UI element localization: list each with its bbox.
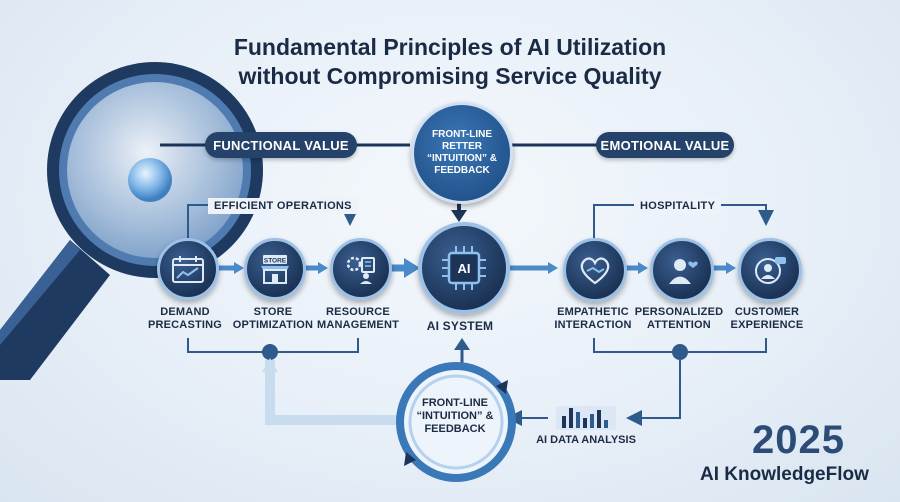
store-icon: STORE — [261, 255, 289, 284]
top-feedback-bubble: FRONT-LINE RETTER “INTUITION” & FEEDBACK — [411, 102, 513, 204]
ai-data-analysis-label: AI DATA ANALYSIS — [536, 434, 636, 446]
customer-experience-label: CUSTOMER EXPERIENCE — [730, 306, 804, 331]
demand-forecasting-label: DEMAND PRECASTING — [147, 306, 223, 331]
emotional-value-pill: EMOTIONAL VALUE — [596, 132, 734, 158]
person-heart-icon — [669, 259, 698, 284]
brand-label: AI KnowledgeFlow — [700, 464, 869, 485]
store-badge: STORE — [264, 258, 287, 265]
personalized-attention-label: PERSONALIZED ATTENTION — [634, 306, 724, 331]
chart-calendar-icon — [172, 256, 204, 283]
demand-forecasting-node — [157, 238, 219, 300]
customer-chat-icon — [755, 257, 786, 284]
customer-experience-node — [738, 238, 802, 302]
empathetic-interaction-node — [563, 238, 627, 302]
top-feedback-label: FRONT-LINE RETTER “INTUITION” & FEEDBACK — [427, 129, 497, 176]
resource-management-node — [330, 238, 392, 300]
page-title: Fundamental Principles of AI Utilization — [233, 34, 667, 60]
page-subtitle: without Compromising Service Quality — [238, 63, 662, 89]
hospitality-label: HOSPITALITY — [634, 198, 722, 214]
personalized-attention-node — [650, 238, 714, 302]
efficient-operations-label: EFFICIENT OPERATIONS — [208, 198, 358, 214]
feedback-loop-icon — [396, 362, 516, 482]
resource-gear-icon — [346, 256, 375, 284]
ai-chip-text: AI — [458, 261, 471, 276]
feedback-loop-label: FRONT-LINE “INTUITION” & FEEDBACK — [416, 397, 494, 435]
ai-system-label: AI SYSTEM — [426, 319, 494, 333]
store-optimization-node: STORE — [244, 238, 306, 300]
resource-management-label: RESOURCE MANAGEMENT — [316, 306, 400, 331]
store-optimization-label: STORE OPTIMIZATION — [232, 306, 314, 331]
bar-chart-icon — [556, 406, 616, 430]
ai-chip-icon: AI — [442, 246, 486, 290]
empathetic-interaction-label: EMPATHETIC INTERACTION — [554, 306, 632, 331]
functional-value-pill: FUNCTIONAL VALUE — [205, 132, 357, 158]
magnifying-glass-icon — [0, 62, 263, 380]
year-label: 2025 — [752, 418, 845, 462]
heart-handshake-icon — [580, 257, 610, 285]
ai-system-node: AI — [418, 222, 510, 314]
